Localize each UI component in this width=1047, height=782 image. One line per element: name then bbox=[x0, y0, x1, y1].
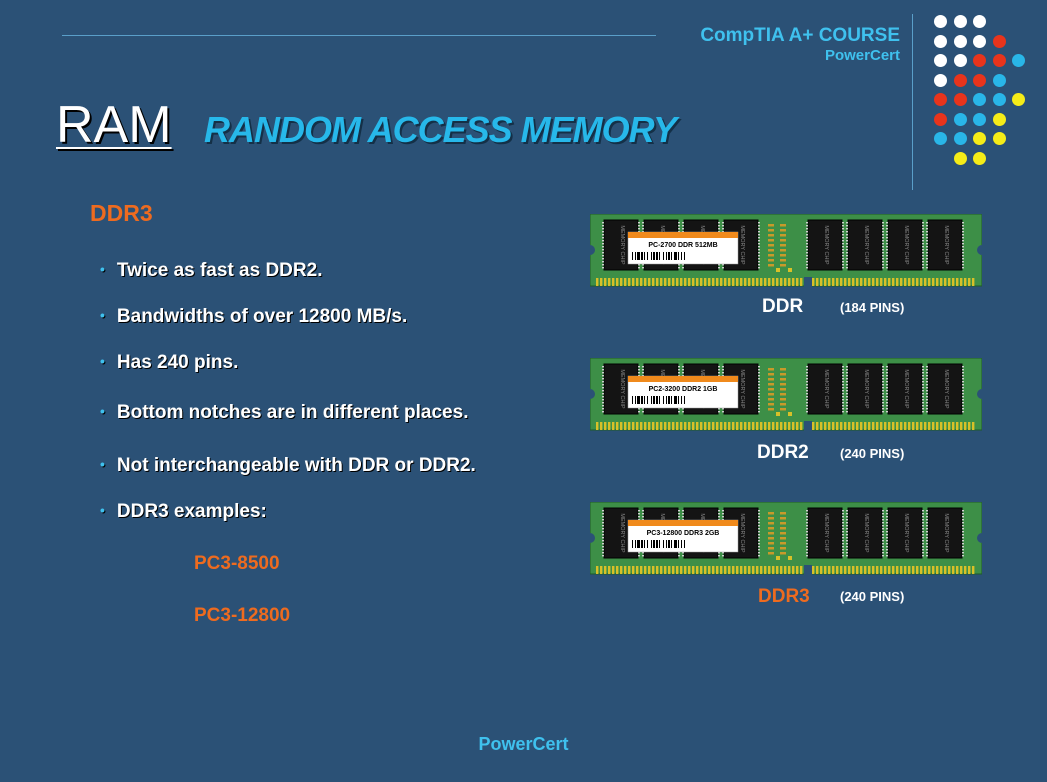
module-pins: (240 PINS) bbox=[840, 446, 905, 461]
chip-label: MEMORY CHIP bbox=[863, 225, 869, 265]
vertical-divider bbox=[912, 14, 913, 190]
decor-dot bbox=[992, 132, 1006, 145]
decor-dot bbox=[934, 15, 947, 28]
decor-dot bbox=[973, 112, 986, 126]
course-title: CompTIA A+ COURSE bbox=[700, 25, 900, 46]
module-sticker-text: PC2-3200 DDR2 1GB bbox=[649, 386, 718, 393]
slide-subtitle: RANDOM ACCESS MEMORY bbox=[204, 109, 677, 150]
bullet-item: •Bandwidths of over 12800 MB/s. bbox=[100, 306, 408, 327]
decor-dot bbox=[953, 54, 967, 67]
chip-label: MEMORY CHIP bbox=[823, 369, 829, 409]
module-name: DDR3 bbox=[758, 586, 810, 607]
decor-dot bbox=[953, 151, 967, 165]
decor-dot bbox=[1012, 54, 1025, 67]
memory-module-drawing: MEMORY CHIP MEMORY CHIP MEMORY CHIP MEMORY … bbox=[590, 502, 982, 578]
chip-label: MEMORY CHIP bbox=[863, 369, 869, 409]
example-item: PC3-12800 bbox=[194, 605, 291, 626]
bullet-icon: • bbox=[100, 456, 105, 472]
decor-dot bbox=[953, 15, 967, 28]
bullet-item: •Bottom notches are in different places. bbox=[100, 402, 469, 423]
chip-label: MEMORY CHIP bbox=[903, 369, 909, 409]
chip-label: MEMORY CHIP bbox=[943, 225, 949, 265]
bullet-icon: • bbox=[100, 502, 105, 518]
brand-name: PowerCert bbox=[824, 47, 900, 64]
module-name: DDR2 bbox=[757, 442, 809, 463]
bullet-item: •Has 240 pins. bbox=[100, 352, 239, 373]
decor-dot bbox=[934, 132, 947, 145]
footer-brand: PowerCert bbox=[478, 734, 569, 754]
decor-dot bbox=[953, 132, 967, 145]
chip-label: MEMORY CHIP bbox=[903, 225, 909, 265]
decor-dot bbox=[973, 34, 986, 48]
bullet-item: •Not interchangeable with DDR or DDR2. bbox=[100, 455, 476, 476]
decor-dot bbox=[934, 34, 947, 48]
decor-dot bbox=[992, 34, 1006, 48]
section-heading: DDR3 bbox=[90, 200, 153, 226]
ddr3-module-image: MEMORY CHIP MEMORY CHIP MEMORY CHIP MEMORY … bbox=[590, 502, 982, 578]
slide-title: RAM bbox=[56, 96, 172, 154]
course-branding: CompTIA A+ COURSE PowerCert bbox=[700, 25, 900, 65]
chip-label: MEMORY CHIP bbox=[619, 513, 625, 553]
decor-dot bbox=[953, 73, 967, 87]
decor-dot bbox=[973, 54, 986, 67]
example-item: PC3-8500 bbox=[194, 553, 280, 574]
decor-dot bbox=[934, 73, 947, 87]
memory-module-drawing: MEMORY CHIP MEMORY CHIP MEMORY CHIP MEMORY … bbox=[590, 214, 982, 290]
decor-dot bbox=[934, 93, 947, 106]
decor-dot bbox=[973, 132, 986, 145]
module-sticker-text: PC-2700 DDR 512MB bbox=[648, 242, 717, 249]
bullet-icon: • bbox=[100, 261, 105, 277]
chip-label: MEMORY CHIP bbox=[863, 513, 869, 553]
bullet-item: •Twice as fast as DDR2. bbox=[100, 260, 323, 281]
bullet-icon: • bbox=[100, 307, 105, 323]
decor-dot bbox=[973, 151, 986, 165]
decor-dot bbox=[953, 34, 967, 48]
decor-dot bbox=[1012, 93, 1025, 106]
module-pins: (240 PINS) bbox=[840, 589, 905, 604]
decor-dot bbox=[934, 112, 947, 126]
decor-dot bbox=[992, 73, 1006, 87]
bullet-icon: • bbox=[100, 353, 105, 369]
chip-label: MEMORY CHIP bbox=[739, 225, 745, 265]
chip-label: MEMORY CHIP bbox=[619, 225, 625, 265]
chip-label: MEMORY CHIP bbox=[823, 513, 829, 553]
chip-label: MEMORY CHIP bbox=[823, 225, 829, 265]
module-sticker-text: PC3-12800 DDR3 2GB bbox=[647, 530, 720, 537]
header-divider bbox=[62, 35, 656, 36]
bullet-icon: • bbox=[100, 403, 105, 419]
ddr2-module-image: MEMORY CHIP MEMORY CHIP MEMORY CHIP MEMORY … bbox=[590, 358, 982, 434]
chip-label: MEMORY CHIP bbox=[943, 513, 949, 553]
decor-dot bbox=[973, 93, 986, 106]
decor-dot bbox=[992, 93, 1006, 106]
chip-label: MEMORY CHIP bbox=[739, 513, 745, 553]
bullet-item: •DDR3 examples: bbox=[100, 501, 267, 522]
decor-dot bbox=[953, 112, 967, 126]
chip-label: MEMORY CHIP bbox=[943, 369, 949, 409]
module-pins: (184 PINS) bbox=[840, 300, 905, 315]
ddr-module-image: MEMORY CHIP MEMORY CHIP MEMORY CHIP MEMORY … bbox=[590, 214, 982, 290]
decor-dot bbox=[973, 15, 986, 28]
decor-dot bbox=[953, 93, 967, 106]
decor-dot bbox=[934, 54, 947, 67]
chip-label: MEMORY CHIP bbox=[903, 513, 909, 553]
decor-dot bbox=[992, 112, 1006, 126]
memory-module-drawing: MEMORY CHIP MEMORY CHIP MEMORY CHIP MEMORY … bbox=[590, 358, 982, 434]
chip-label: MEMORY CHIP bbox=[739, 369, 745, 409]
chip-label: MEMORY CHIP bbox=[619, 369, 625, 409]
module-name: DDR bbox=[762, 296, 804, 317]
decor-dot bbox=[992, 54, 1006, 67]
decor-dot bbox=[973, 73, 986, 87]
